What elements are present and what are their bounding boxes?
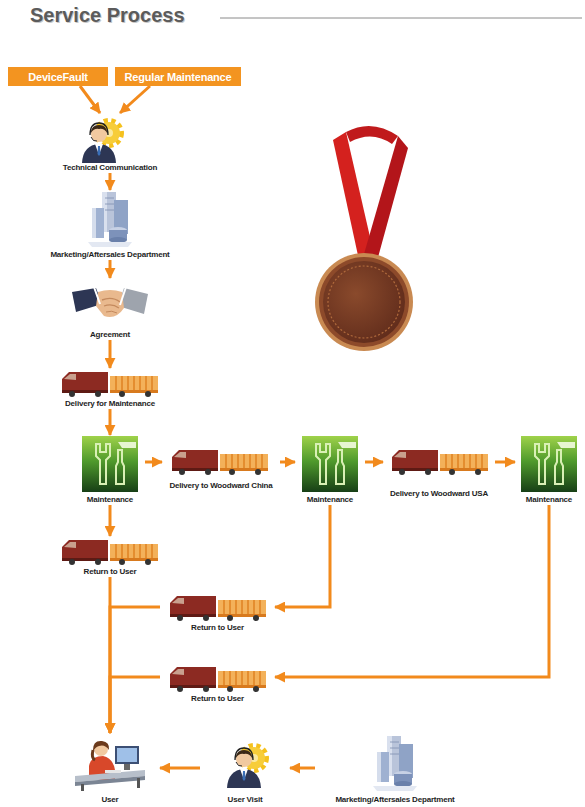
flow-arrow [109, 173, 112, 190]
diagram-title: Service Process [30, 4, 185, 27]
node-label: Delivery to Woodward USA [363, 489, 515, 499]
node-label: User [40, 795, 180, 805]
node-label: Maintenance [495, 495, 585, 505]
node-label: Maintenance [55, 495, 165, 505]
node-label: Return to User [140, 694, 295, 704]
process-step: Delivery to Woodward USA [383, 445, 495, 499]
department-icon [88, 192, 132, 247]
flow-arrow [110, 607, 160, 733]
flow-arrow [109, 260, 112, 278]
truck-icon [170, 596, 266, 621]
process-step: Maintenance [75, 435, 145, 505]
node-label: Delivery for Maintenance [20, 399, 200, 409]
title-rule [220, 18, 582, 19]
node-label: Return to User [140, 623, 295, 633]
node-label: Technical Communication [30, 163, 190, 173]
department-icon [373, 736, 417, 791]
process-step: Marketing/Aftersales Department [20, 190, 200, 260]
process-step: Delivery for Maintenance [40, 368, 180, 409]
flow-arrow [275, 505, 330, 607]
node-label: Marketing/Aftersales Department [295, 795, 495, 805]
maintenance-icon [302, 436, 358, 492]
process-step: Maintenance [295, 435, 365, 505]
node-label: Marketing/Aftersales Department [0, 250, 220, 260]
flow-arrow [275, 505, 549, 677]
flow-arrow [365, 461, 383, 464]
node-label: Maintenance [275, 495, 385, 505]
support-icon [82, 121, 121, 163]
flow-arrow [109, 505, 112, 536]
process-step: Technical Communication [50, 113, 170, 173]
maintenance-icon [521, 436, 577, 492]
node-label: Regular Maintenance [125, 71, 232, 83]
node-label: Delivery to Woodward China [142, 481, 300, 491]
flow-arrow [120, 86, 150, 113]
flow-arrow [145, 461, 162, 464]
process-step: Return to User [50, 536, 170, 577]
flow-arrow [280, 461, 295, 464]
node-label: DeviceFault [28, 71, 88, 83]
node-label: User Visit [180, 795, 310, 805]
trigger-box: DeviceFault [8, 67, 108, 86]
maintenance-icon [82, 436, 138, 492]
trigger-box: Regular Maintenance [115, 67, 241, 86]
node-label: Agreement [30, 330, 190, 340]
flow-arrow [160, 767, 200, 770]
handshake-icon [72, 287, 148, 317]
process-step: Return to User [160, 592, 275, 633]
medal-illustration [315, 126, 413, 351]
node-label: Return to User [30, 567, 190, 577]
process-step: Maintenance [515, 435, 583, 505]
flow-arrow [109, 340, 112, 368]
truck-icon [172, 450, 268, 475]
flow-arrow [80, 86, 100, 113]
flow-arrow [110, 677, 160, 733]
flow-arrow [109, 577, 112, 733]
flow-arrow [495, 461, 515, 464]
process-step: Agreement [50, 278, 170, 340]
process-step: Delivery to Woodward China [162, 445, 280, 491]
process-step: Marketing/Aftersales Department [315, 733, 475, 805]
user-icon [75, 741, 145, 791]
process-step: User [60, 733, 160, 805]
truck-icon [62, 372, 158, 397]
truck-icon [392, 450, 488, 475]
support-icon [227, 746, 266, 788]
process-step: User Visit [200, 733, 290, 805]
process-step: Return to User [160, 663, 275, 704]
flow-arrow [109, 409, 112, 435]
truck-icon [170, 667, 266, 692]
truck-icon [62, 540, 158, 565]
flow-arrow [290, 767, 315, 770]
